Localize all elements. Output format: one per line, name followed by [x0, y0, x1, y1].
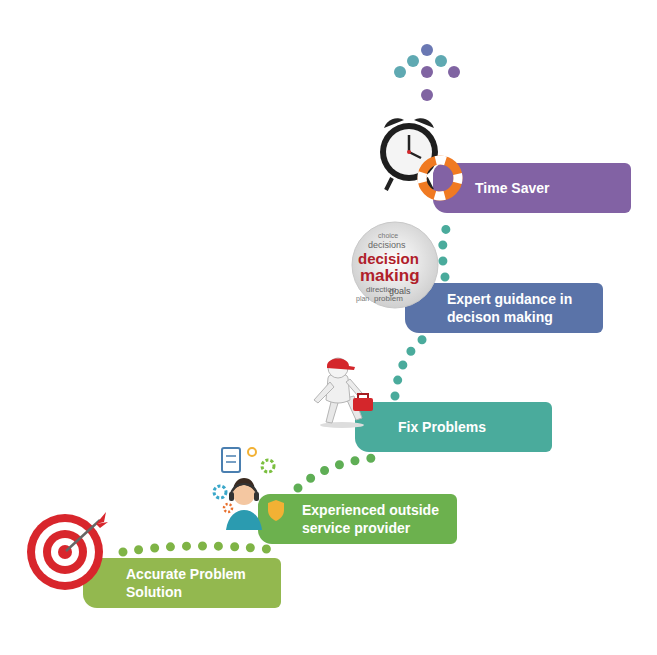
benefit-box: Fix Problems [355, 402, 552, 452]
arrow-dot [421, 89, 433, 101]
dotted-connector [123, 546, 276, 552]
alarm-clock-icon [380, 118, 458, 196]
benefit-box: Experienced outside service provider [258, 494, 457, 544]
benefit-box: Time Saver [433, 163, 631, 213]
word-cloud-word: decisions [368, 241, 406, 250]
dotted-connector [298, 458, 373, 488]
target-icon [27, 512, 108, 590]
word-cloud-word: making [360, 267, 420, 284]
arrow-dot [435, 55, 447, 67]
benefit-box: Accurate Problem Solution [83, 558, 281, 608]
dotted-connector [443, 219, 451, 277]
word-cloud-word: plan [356, 295, 369, 302]
benefit-box: Expert guidance in decison making [405, 283, 603, 333]
support-agent-icon [214, 448, 284, 530]
arrow-dot [394, 66, 406, 78]
arrow-dot [421, 44, 433, 56]
benefit-label: Time Saver [475, 179, 549, 197]
word-cloud-word: goals [389, 287, 411, 296]
benefit-label: Fix Problems [398, 418, 486, 436]
benefit-label: Experienced outside service provider [302, 501, 449, 537]
repair-man-icon [314, 358, 373, 428]
benefit-label: Accurate Problem Solution [126, 565, 273, 601]
decision-cloud-icon [352, 222, 438, 308]
arrow-dot [421, 66, 433, 78]
dotted-connector [395, 339, 423, 396]
benefit-label: Expert guidance in decison making [447, 290, 595, 326]
word-cloud-word: choice [378, 232, 398, 239]
arrow-dot [448, 66, 460, 78]
word-cloud-word: decision [358, 251, 419, 266]
arrow-dot [407, 55, 419, 67]
word-cloud-word: problem [374, 295, 403, 303]
